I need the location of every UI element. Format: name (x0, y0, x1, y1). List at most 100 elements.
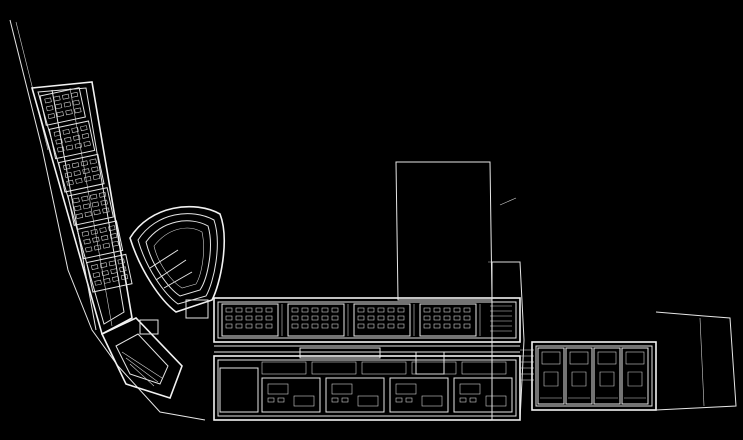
auditorium (129, 205, 225, 335)
classroom-walls (58, 153, 105, 193)
desk (120, 274, 129, 281)
desk (267, 397, 275, 403)
desk (433, 315, 441, 321)
room-walls (453, 377, 513, 413)
desk (331, 397, 339, 403)
desk (102, 207, 110, 214)
classroom-walls (419, 303, 477, 337)
desk (92, 271, 101, 278)
desk (265, 323, 273, 329)
desk (65, 109, 73, 116)
desk (453, 307, 461, 313)
desk (63, 101, 72, 108)
north-wing-classrooms (221, 303, 512, 337)
desk (72, 197, 80, 204)
desk (277, 397, 285, 403)
classroom (39, 87, 86, 126)
classroom (86, 253, 133, 293)
desk (357, 307, 365, 313)
unit-bath (627, 371, 643, 387)
desk (245, 315, 253, 321)
desk (100, 199, 108, 206)
desk (423, 315, 431, 321)
desk (321, 307, 329, 313)
desk (291, 323, 299, 329)
desk (57, 146, 65, 153)
lab-bench (485, 395, 507, 407)
desk (367, 307, 375, 313)
desk (245, 307, 253, 313)
lab-bench (421, 395, 443, 407)
south-wing-rooms (261, 361, 513, 413)
desk (377, 307, 385, 313)
desk (53, 95, 61, 102)
service-room (311, 361, 357, 375)
desk (108, 260, 117, 267)
desk (117, 258, 125, 265)
desk (357, 323, 365, 329)
desk (367, 315, 375, 321)
desk (119, 266, 127, 273)
classroom (58, 153, 105, 193)
desk (64, 136, 72, 143)
courtyard (395, 161, 493, 301)
lab-bench (267, 383, 289, 395)
unit-room (625, 351, 645, 365)
classroom (67, 187, 114, 226)
desk (235, 323, 243, 329)
desk (265, 315, 273, 321)
desk (331, 307, 339, 313)
desk (433, 307, 441, 313)
desk (82, 168, 90, 175)
desk (225, 307, 233, 313)
desk (61, 93, 70, 100)
desk (311, 315, 319, 321)
desk (102, 242, 111, 249)
desk (459, 397, 467, 403)
desk (255, 315, 263, 321)
desk (397, 307, 405, 313)
unit-bath (599, 371, 615, 387)
desk (100, 234, 109, 241)
unit-room (597, 351, 617, 365)
unit-bath (543, 371, 559, 387)
desk (91, 166, 99, 173)
desk (443, 323, 451, 329)
desk (387, 307, 395, 313)
desk (94, 279, 102, 286)
desk (225, 315, 233, 321)
desk (387, 315, 395, 321)
desk (89, 158, 97, 165)
desk (443, 307, 451, 313)
lab-bench (459, 383, 481, 395)
service-room (361, 361, 407, 375)
desk (469, 397, 477, 403)
desk (433, 323, 441, 329)
desk (83, 176, 92, 182)
desk (73, 170, 81, 176)
classroom-walls (353, 303, 411, 337)
service-room (411, 361, 457, 375)
site-marks (488, 197, 520, 263)
east-outline (655, 311, 737, 411)
service-room (261, 361, 307, 375)
unit-walls (565, 347, 593, 405)
desk (235, 307, 243, 313)
south-wing (213, 355, 521, 421)
desk (463, 323, 471, 329)
desk (71, 162, 80, 169)
desk (81, 195, 89, 202)
north-wing (213, 297, 521, 343)
desk (423, 307, 431, 313)
desk (47, 113, 56, 119)
desk (83, 238, 91, 245)
desk (255, 307, 263, 313)
desk (331, 315, 339, 321)
desk (75, 213, 84, 219)
desk (291, 307, 299, 313)
desk (387, 323, 395, 329)
desk (367, 323, 375, 329)
desk (63, 164, 71, 171)
